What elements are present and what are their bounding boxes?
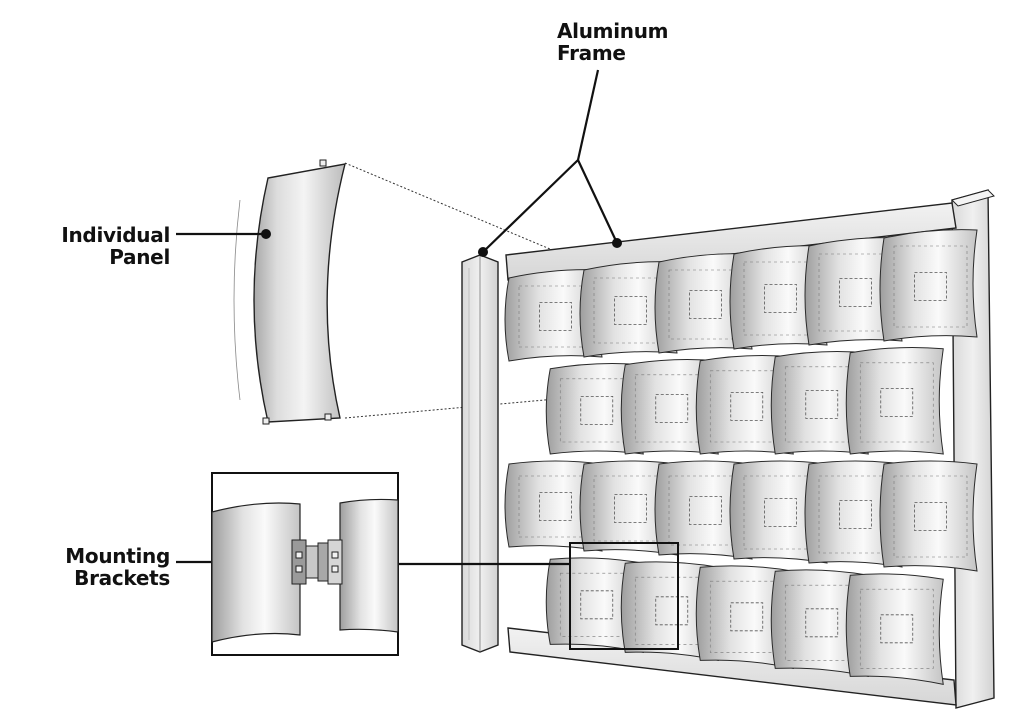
grid-panel <box>654 460 753 560</box>
grid-panel <box>545 362 644 455</box>
grid-panel <box>579 261 678 358</box>
pointer-lines <box>176 69 618 566</box>
grid-panel <box>504 460 603 552</box>
hidden-panel-outline <box>634 374 709 443</box>
hidden-bracket-outline <box>689 290 722 319</box>
mounting-brackets-label-line2: Brackets <box>74 566 170 590</box>
hidden-bracket-outline <box>689 496 722 525</box>
grid-panel <box>620 358 719 455</box>
hidden-panel-outline <box>893 475 968 558</box>
hidden-panel-outline <box>818 475 893 554</box>
hidden-bracket-outline <box>805 608 839 638</box>
individual-panel-illustration <box>233 159 346 425</box>
bracket-hardware <box>291 539 343 585</box>
grid-panel <box>504 269 603 362</box>
frame-assembly <box>461 189 995 709</box>
grid-panel <box>729 245 828 350</box>
grid-panel <box>770 350 869 455</box>
bracket-highlight-box <box>569 542 679 650</box>
hidden-panel-outline <box>593 475 668 542</box>
grid-panel <box>695 354 794 455</box>
hidden-bracket-outline <box>655 393 689 423</box>
grid-panel <box>804 460 903 568</box>
hidden-bracket-outline <box>914 272 947 301</box>
hidden-bracket-outline <box>539 492 572 521</box>
grid-panel <box>654 253 753 354</box>
mounting-brackets-label: Mounting Brackets <box>40 545 170 589</box>
hidden-bracket-outline <box>764 498 797 527</box>
grid-panel <box>845 346 944 455</box>
hidden-bracket-outline <box>730 391 764 421</box>
hidden-panel-outline <box>668 475 743 546</box>
frame-rail-dot <box>612 238 622 248</box>
hidden-bracket-outline <box>655 596 689 626</box>
hidden-bracket-outline <box>580 590 614 620</box>
hidden-bracket-outline <box>880 387 914 417</box>
grid-panel <box>845 573 944 686</box>
aluminum-frame-label: Aluminum Frame <box>557 20 668 64</box>
hidden-bracket-outline <box>539 302 572 331</box>
bracket-inset <box>211 472 399 656</box>
hidden-bracket-outline <box>914 502 947 531</box>
hidden-bracket-outline <box>805 389 839 419</box>
hidden-bracket-outline <box>614 296 647 325</box>
grid-panel <box>804 237 903 346</box>
grid-panel <box>729 460 828 564</box>
aluminum-frame-label-line2: Frame <box>557 41 626 65</box>
hidden-bracket-outline <box>730 602 764 632</box>
panel-dot <box>261 229 271 239</box>
mounting-brackets-label-line1: Mounting <box>65 544 170 568</box>
hidden-bracket-outline <box>614 494 647 523</box>
individual-panel-label-line2: Panel <box>109 245 170 269</box>
hidden-panel-outline <box>668 269 743 340</box>
grid-panel <box>879 229 978 342</box>
hidden-bracket-outline <box>880 614 914 644</box>
frame-post-dot <box>478 247 488 257</box>
panel-grid <box>504 229 978 686</box>
individual-panel-label: Individual Panel <box>60 224 170 268</box>
hidden-bracket-outline <box>839 278 872 307</box>
grid-panel <box>879 460 978 572</box>
hidden-panel-outline <box>859 362 934 443</box>
aluminum-frame-label-line1: Aluminum <box>557 19 669 43</box>
hidden-panel-outline <box>634 576 709 645</box>
hidden-panel-outline <box>593 277 668 344</box>
hidden-panel-outline <box>818 253 893 332</box>
hidden-panel-outline <box>859 588 934 669</box>
hidden-panel-outline <box>893 245 968 328</box>
hidden-bracket-outline <box>839 500 872 529</box>
individual-panel-label-line1: Individual <box>61 223 170 247</box>
hidden-bracket-outline <box>580 395 614 425</box>
hidden-bracket-outline <box>764 284 797 313</box>
